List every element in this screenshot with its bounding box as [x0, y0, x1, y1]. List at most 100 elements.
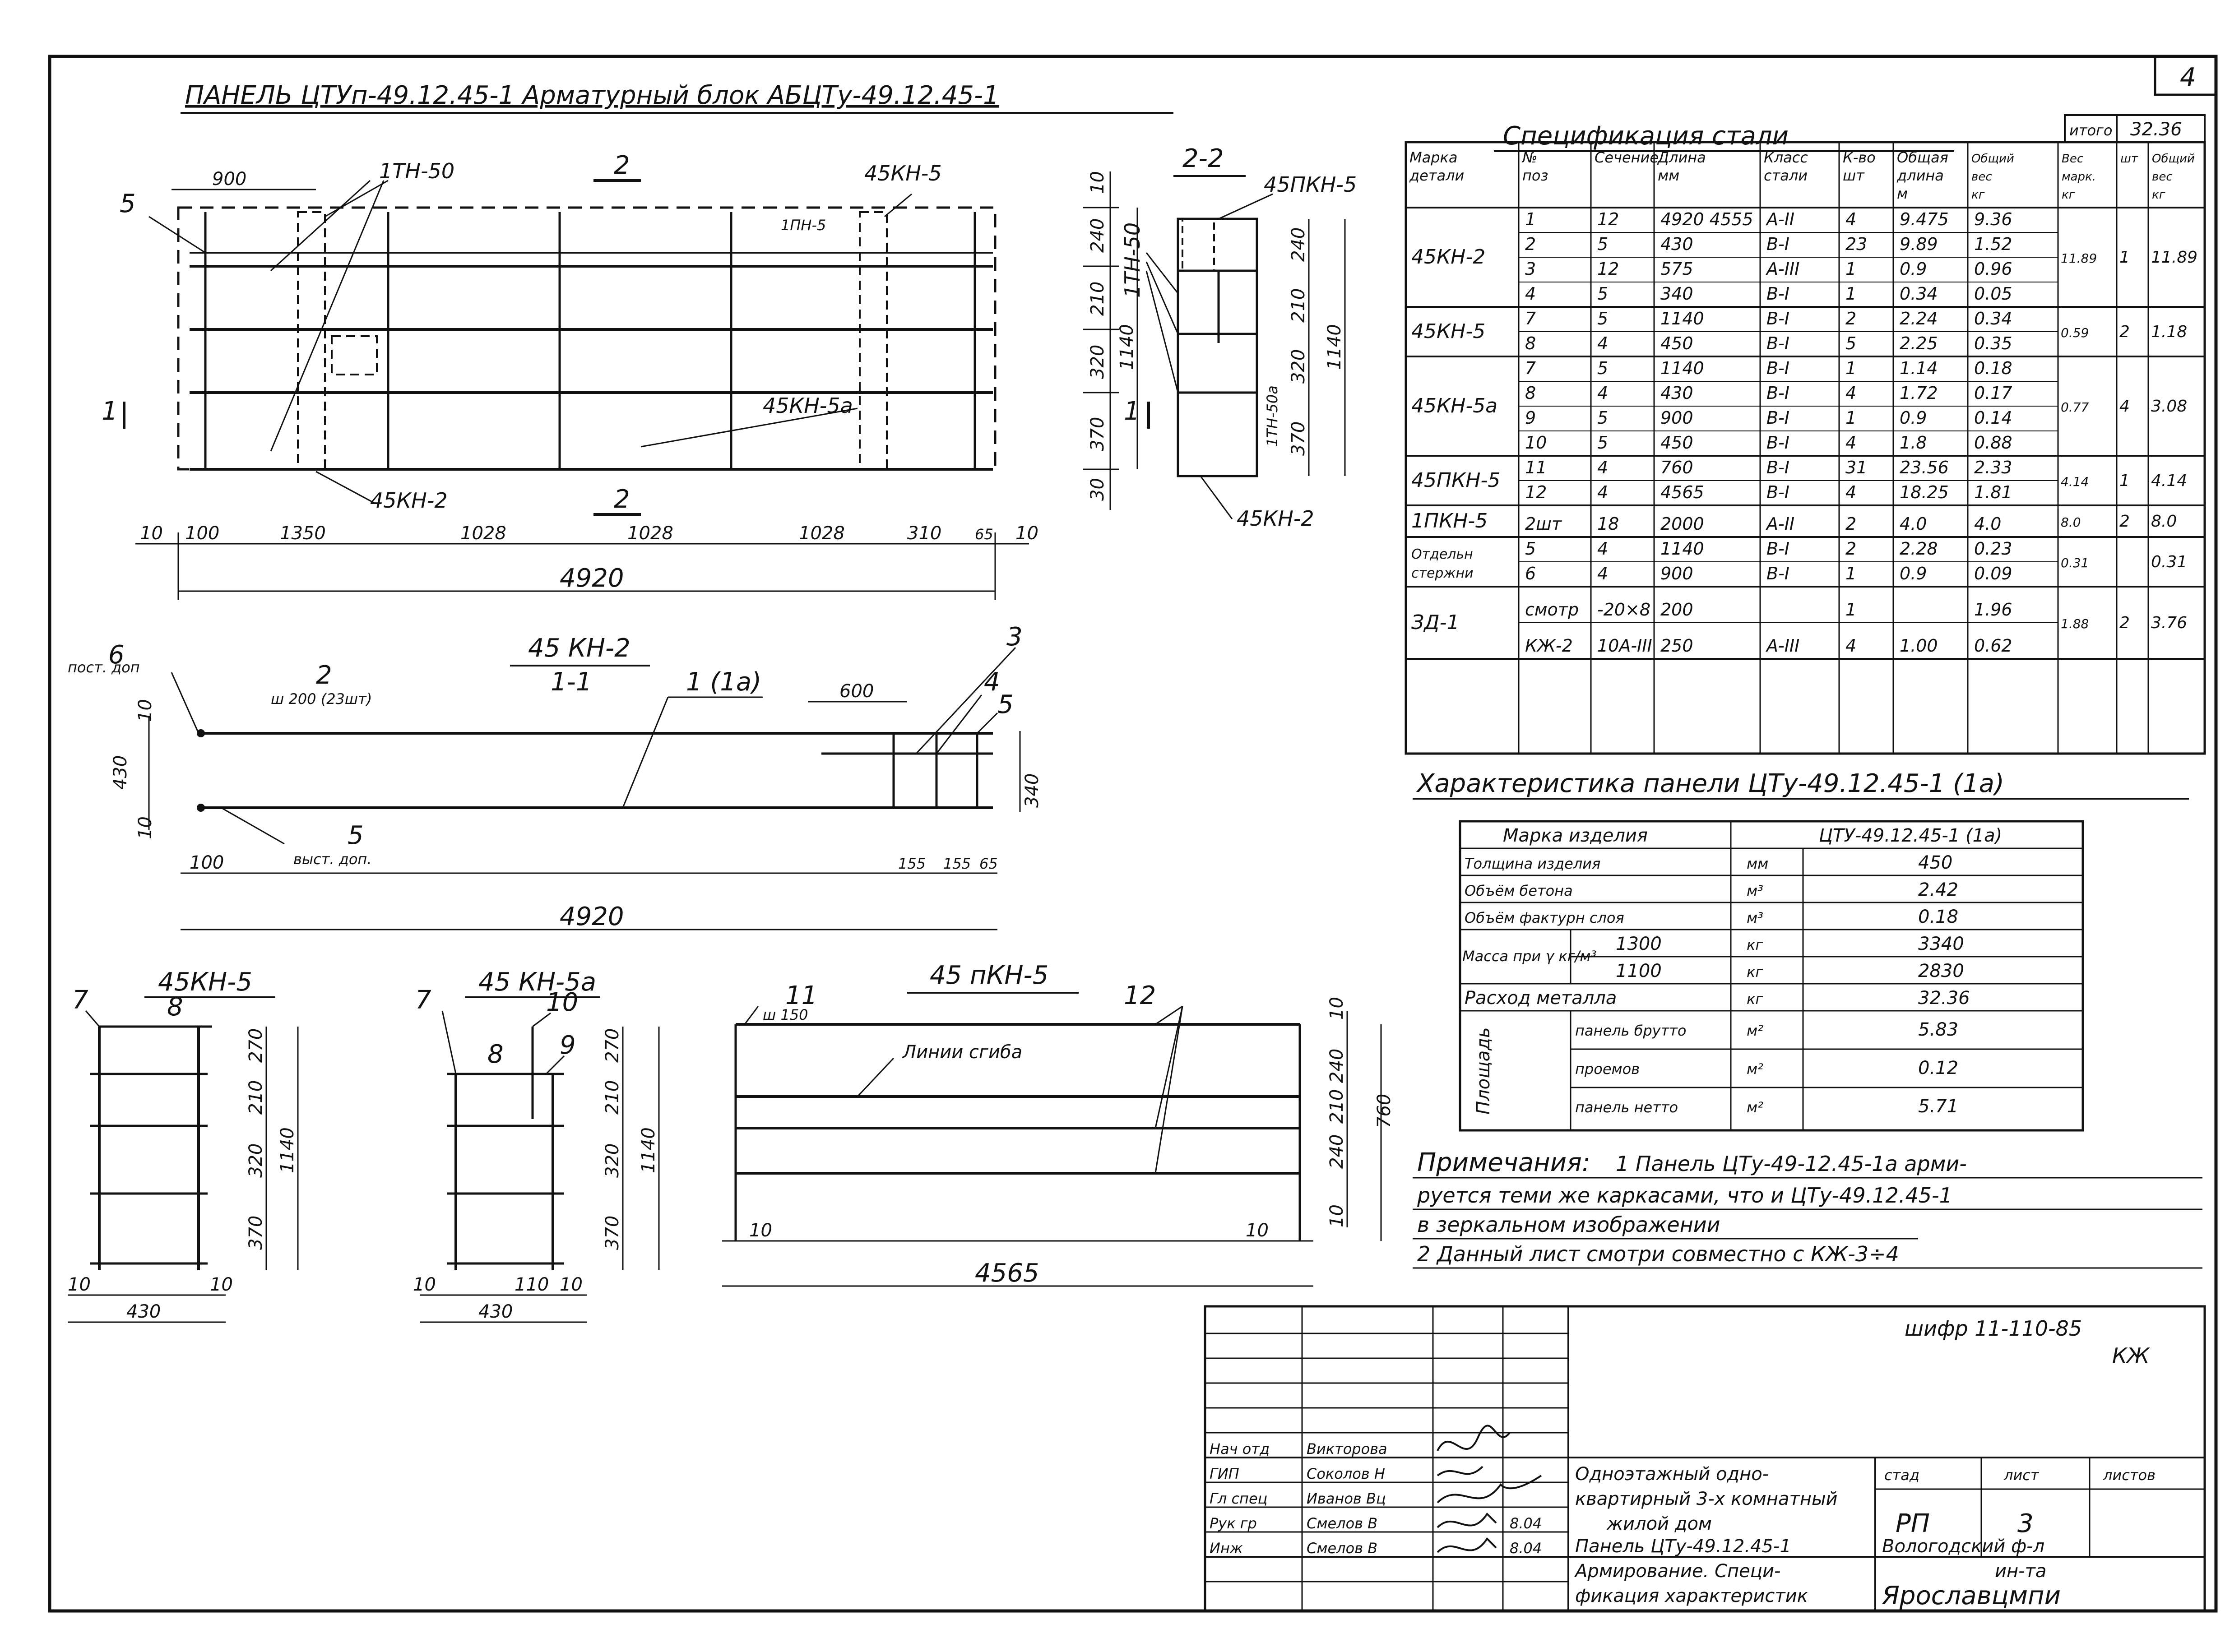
leader-p5: [148, 216, 206, 254]
s11-pos3: 3: [1006, 622, 1023, 652]
spec-group-mark: 45КН-5а: [1411, 394, 1497, 417]
spec-group-mark: стержни: [1411, 565, 1474, 581]
spec-group-weight: 8.0: [2151, 512, 2177, 531]
s22-dim-1140: 1140: [1324, 324, 1345, 370]
spec-group-mark: 45КН-2: [1411, 245, 1485, 268]
spec-cell: 4565: [1660, 482, 1704, 502]
spec-cell: 12: [1597, 259, 1619, 279]
mark-kn2: 45КН-2: [370, 488, 448, 513]
section-22-title: 2-2: [1182, 144, 1224, 173]
spec-cell: В-I: [1766, 358, 1789, 378]
dim-r-1140: 1140: [1117, 324, 1137, 370]
char-title: Характеристика панели ЦТу-49.12.45-1 (1а…: [1416, 769, 2004, 798]
char-mass-label: Масса при γ кг/м³: [1462, 948, 1596, 965]
char-area-net-label: панель нетто: [1575, 1099, 1678, 1116]
kn5a-dim-1140: 1140: [638, 1127, 659, 1173]
char-mass-1300: 1300: [1616, 934, 1662, 954]
spec-cell: 0.34: [1900, 284, 1938, 304]
spec-cell: 430: [1660, 383, 1693, 403]
spec-cell: 0.34: [1974, 309, 2012, 329]
spec-header-cell: Класс: [1764, 149, 1808, 166]
char-metal-unit: кг: [1747, 990, 1763, 1008]
spec-cell: 2.25: [1900, 333, 1938, 353]
spec-group-mark: ЗД-1: [1411, 611, 1459, 634]
spec-cell: В-I: [1766, 433, 1789, 453]
tb-date-4: 8.04: [1510, 1515, 1542, 1532]
spec-cell: 4: [1597, 564, 1608, 583]
s11-dim-155a: 155: [898, 855, 926, 872]
spec-group-weight: 1: [2119, 472, 2130, 490]
section-11-subtitle: 1-1: [551, 667, 592, 697]
spec-cell: 4: [1845, 209, 1856, 229]
spec-cell: 12: [1597, 209, 1619, 229]
spec-group-mark: Отдельн: [1411, 546, 1473, 562]
spec-cell: 1.72: [1900, 383, 1938, 403]
spec-cell: 7: [1525, 358, 1536, 378]
spec-cell: 4: [1845, 383, 1856, 403]
spec-cell: 4.0: [1974, 514, 2001, 534]
front-view: 1ТН-50 45КН-5 1ПН-5 45КН-5а 45КН-2 5 2 2…: [102, 151, 1138, 600]
spec-cell: 1: [1845, 284, 1856, 304]
spec-cell: В-I: [1766, 408, 1789, 428]
spec-cell: 250: [1660, 636, 1693, 656]
pkn5-dim-760: 760: [1374, 1094, 1395, 1128]
kn5a-dim-270: 270: [602, 1028, 623, 1063]
spec-cell: 18.25: [1900, 482, 1949, 502]
kn5-dim-270: 270: [246, 1028, 266, 1063]
kn5a-dim-370: 370: [602, 1216, 623, 1250]
leader-tn50-a: [270, 180, 371, 272]
spec-cell: 1: [1845, 259, 1856, 279]
tb-sheet-head: лист: [2003, 1467, 2040, 1484]
kn5-dim-1140: 1140: [277, 1127, 298, 1173]
spec-cell: 2000: [1660, 514, 1704, 534]
spec-header-cell: Длина: [1657, 149, 1706, 166]
spec-header-cell: Общий: [1971, 152, 2014, 166]
pkn5-dim-10c: 10: [749, 1220, 772, 1241]
spec-cell: 2: [1845, 514, 1856, 534]
tb-project-2: квартирный 3-х комнатный: [1575, 1489, 1838, 1509]
leader-pkn: [1218, 193, 1273, 220]
spec-cell: 900: [1660, 408, 1693, 428]
leader-kn5a: [640, 407, 858, 448]
spec-cell: 0.9: [1900, 408, 1927, 428]
spec-header-cell: шт: [2120, 152, 2138, 166]
spec-cell: 0.62: [1974, 636, 2012, 656]
spec-group-weight: 0.31: [2151, 553, 2187, 571]
section-2-2: 2-2 45ПКН-5 1ТН-50 1ТН-50а 45КН-2 1 240 …: [1120, 144, 1357, 531]
spec-cell: 4: [1597, 539, 1608, 559]
spec-cell: 9: [1525, 408, 1536, 428]
spec-group-weight: 0.31: [2061, 555, 2089, 570]
section-22-kn2-label: 45КН-2: [1237, 506, 1314, 531]
spec-cell: 4.0: [1900, 514, 1927, 534]
spec-cell: 760: [1660, 458, 1693, 477]
spec-cell: В-I: [1766, 234, 1789, 254]
pkn5-title: 45 пКН-5: [930, 961, 1048, 990]
spec-header-cell: вес: [1971, 170, 1992, 184]
spec-cell: 18: [1597, 514, 1619, 534]
char-mass-unit-1: кг: [1747, 936, 1763, 953]
dim-r-10: 10: [1087, 171, 1108, 194]
dim-b-1350: 1350: [280, 523, 326, 544]
spec-header-cell: Общая: [1897, 149, 1948, 166]
char-table: Характеристика панели ЦТу-49.12.45-1 (1а…: [1413, 769, 2189, 1132]
s11-dim-340: 340: [1022, 773, 1043, 808]
kn5-dim-210: 210: [246, 1080, 266, 1115]
cut-2-bottom: 2: [614, 485, 630, 514]
spec-header-cell: К-во: [1843, 149, 1876, 166]
pkn5-dim-240b: 240: [1326, 1134, 1347, 1169]
spec-cell: 4: [1597, 333, 1608, 353]
s11-dim-155b: 155: [943, 855, 971, 872]
frame-tn50: [297, 211, 326, 470]
spec-cell: 10А-III: [1597, 636, 1652, 656]
tb-role-2: ГИП: [1210, 1465, 1239, 1482]
tb-name-5: Смелов В: [1307, 1540, 1377, 1557]
s22-dim-210: 210: [1288, 288, 1309, 323]
pkn5-step: ш 150: [763, 1006, 808, 1023]
section-11-title: 45 КН-2: [528, 634, 630, 663]
s11-dot-bottom: [197, 804, 205, 812]
spec-group-weight: 2: [2119, 512, 2130, 531]
spec-header-cell: детали: [1409, 167, 1464, 184]
spec-group-weight: 1.18: [2151, 323, 2187, 341]
section-22-pkn: [1182, 218, 1215, 272]
